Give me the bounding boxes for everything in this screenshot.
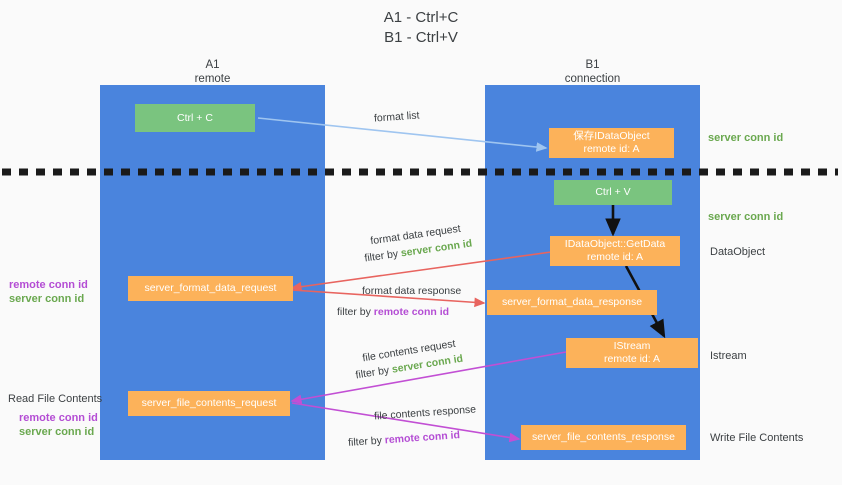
filter-prefix: filter by: [354, 363, 393, 382]
filter-prefix: filter by: [363, 247, 402, 265]
edge-label-format-data-response-filter: filter by remote conn id: [337, 305, 449, 319]
node-istream[interactable]: IStream remote id: A: [566, 338, 698, 368]
edge-label-format-data-response: format data response: [362, 285, 462, 297]
node-save-idataobject[interactable]: 保存IDataObject remote id: A: [549, 128, 674, 158]
page-title: A1 - Ctrl+C B1 - Ctrl+V: [383, 9, 459, 46]
node-server-format-data-response[interactable]: server_format_data_response: [487, 290, 657, 315]
column-header-a1: A1 remote: [194, 59, 231, 85]
node-server-file-contents-request[interactable]: server_file_contents_request: [128, 391, 290, 416]
annotation-remote-conn-id-upper: remote conn id: [9, 279, 88, 291]
edge-label-file-contents-response-filter: filter by remote conn id: [348, 428, 461, 450]
annotation-server-conn-id-second: server conn id: [708, 211, 784, 223]
node-server-format-data-request[interactable]: server_format_data_request: [128, 276, 293, 301]
node-server-file-contents-response[interactable]: server_file_contents_response: [521, 425, 686, 450]
node-ctrl-v[interactable]: Ctrl + V: [554, 180, 672, 205]
annotation-server-conn-id-lower: server conn id: [19, 426, 95, 438]
filter-prefix: filter by: [337, 306, 374, 318]
annotation-server-conn-id-top: server conn id: [708, 132, 784, 144]
annotation-server-conn-id-upper: server conn id: [9, 293, 85, 305]
edge-label-file-contents-response: file contents response: [373, 403, 477, 423]
filter-prefix: filter by: [347, 434, 386, 449]
column-header-b1: B1 connection: [564, 59, 621, 85]
filter-value-remote-conn-id: remote conn id: [384, 429, 461, 447]
annotation-write-file-contents: Write File Contents: [710, 432, 804, 444]
filter-value-remote-conn-id: remote conn id: [373, 306, 450, 318]
edge-label-format-list: format list: [373, 109, 420, 125]
annotation-istream: Istream: [710, 350, 747, 362]
annotation-read-file-contents: Read File Contents: [8, 393, 103, 405]
node-idataobject-getdata[interactable]: IDataObject::GetData remote id: A: [550, 236, 680, 266]
node-ctrl-c[interactable]: Ctrl + C: [135, 104, 255, 132]
annotation-dataobject: DataObject: [710, 246, 766, 258]
annotation-remote-conn-id-lower: remote conn id: [19, 412, 98, 424]
